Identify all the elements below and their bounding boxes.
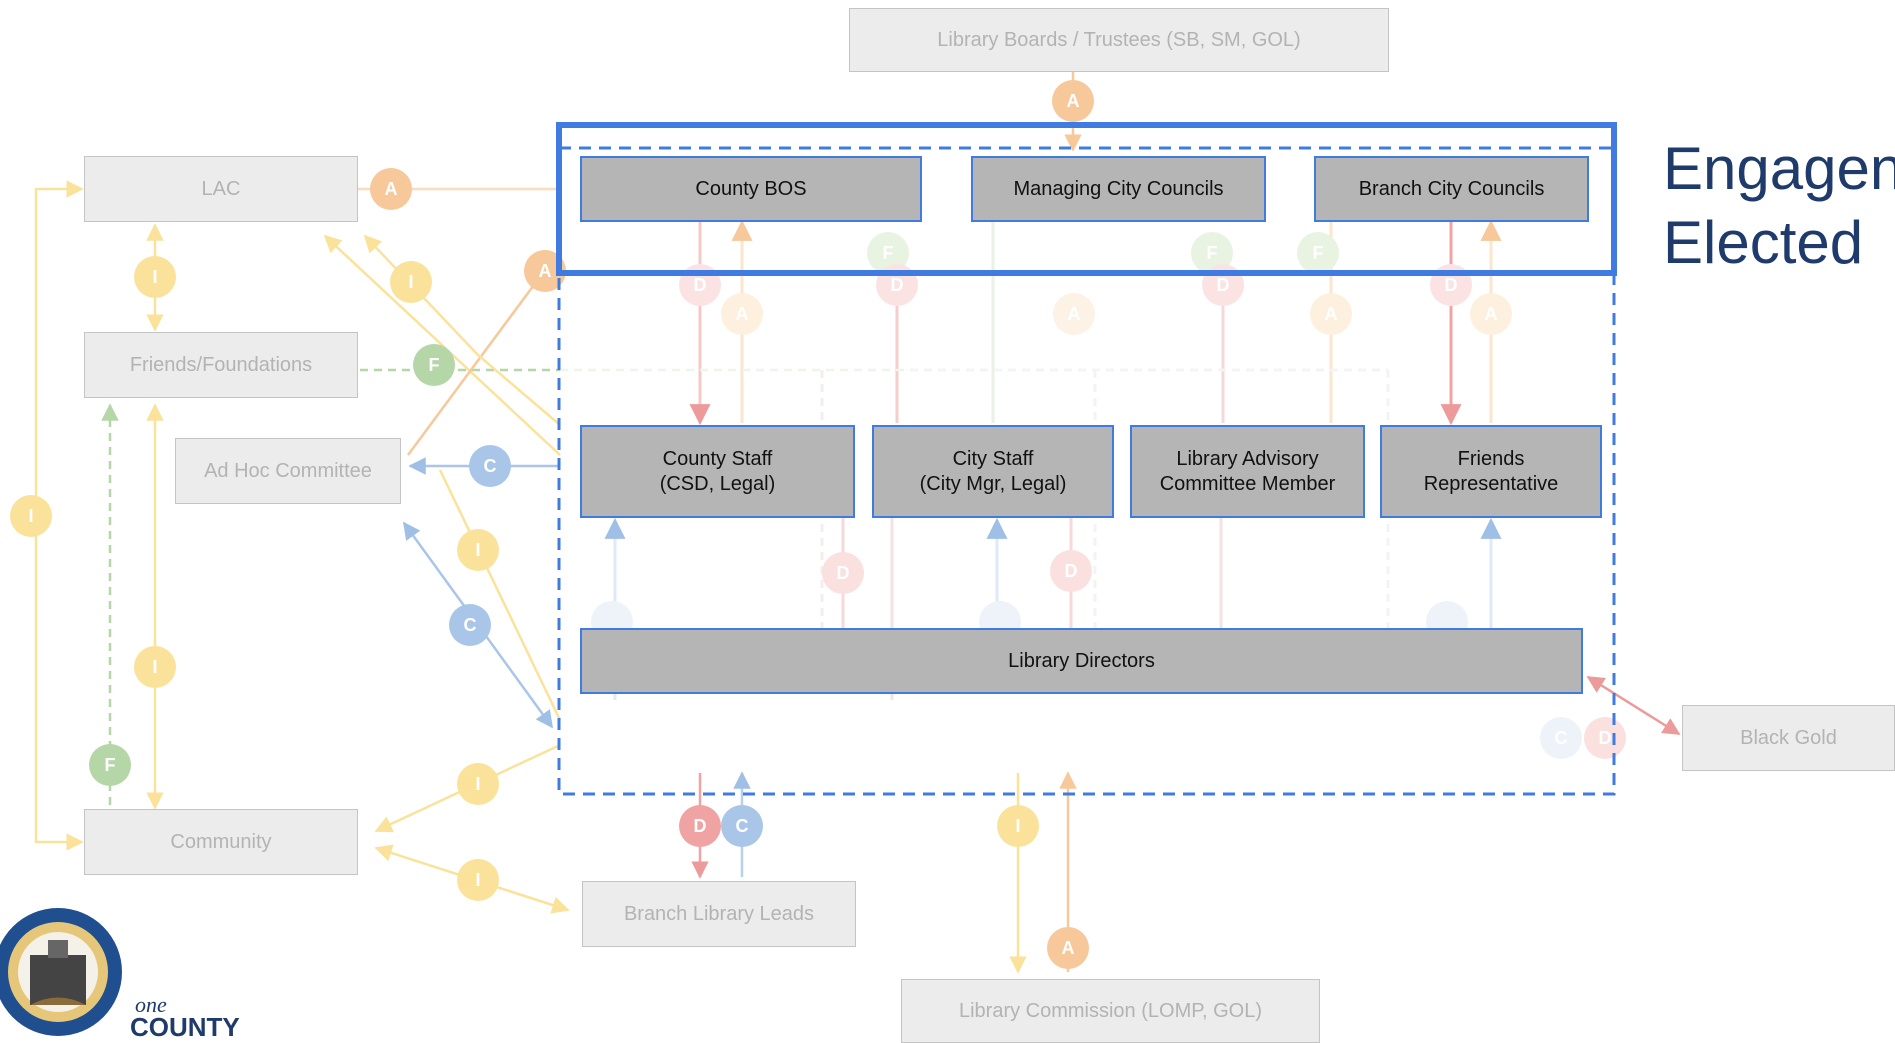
city-staff-line-2: (City Mgr, Legal) <box>919 472 1067 495</box>
svg-text:C: C <box>1555 728 1568 748</box>
elected-highlight-frame <box>556 122 1617 276</box>
svg-text:D: D <box>694 816 707 836</box>
svg-text:F: F <box>1207 243 1218 263</box>
svg-text:C: C <box>464 615 477 635</box>
faint-badges: D A F D A F D F A D A D D C D <box>591 232 1626 759</box>
svg-text:I: I <box>1015 816 1020 836</box>
library-advisory-line-2: Committee Member <box>1159 472 1336 495</box>
city-staff-box: City Staff (City Mgr, Legal) <box>872 425 1114 518</box>
county-staff-line-2: (CSD, Legal) <box>659 472 776 495</box>
heading-line-2: Elected <box>1663 209 1864 276</box>
svg-text:F: F <box>105 755 116 775</box>
svg-text:C: C <box>484 456 497 476</box>
svg-text:I: I <box>475 540 480 560</box>
svg-text:A: A <box>1062 938 1075 958</box>
svg-text:I: I <box>408 272 413 292</box>
svg-text:A: A <box>736 304 749 324</box>
library-boards-box: Library Boards / Trustees (SB, SM, GOL) <box>849 8 1389 72</box>
county-bos-box: County BOS <box>580 156 922 222</box>
managing-city-councils-box: Managing City Councils <box>971 156 1266 222</box>
svg-text:C: C <box>736 816 749 836</box>
library-advisory-line-1: Library Advisory <box>1176 447 1319 470</box>
county-seal-logo <box>0 908 122 1036</box>
community-box: Community <box>84 809 358 875</box>
library-commission-box: Library Commission (LOMP, GOL) <box>901 979 1320 1043</box>
svg-text:A: A <box>539 261 552 281</box>
ad-hoc-committee-box: Ad Hoc Committee <box>175 438 401 504</box>
svg-text:A: A <box>385 179 398 199</box>
svg-text:F: F <box>429 355 440 375</box>
svg-text:D: D <box>837 563 850 583</box>
svg-text:I: I <box>28 506 33 526</box>
svg-text:D: D <box>1599 728 1612 748</box>
svg-text:F: F <box>883 243 894 263</box>
svg-text:A: A <box>1325 304 1338 324</box>
friends-foundations-box: Friends/Foundations <box>84 332 358 398</box>
branch-library-leads-box: Branch Library Leads <box>582 881 856 947</box>
badges: A A A I I F C I I C I F I I D C I A <box>10 80 1094 969</box>
heading-line-1: Engagen <box>1663 135 1895 202</box>
svg-text:I: I <box>152 267 157 287</box>
svg-text:A: A <box>1068 304 1081 324</box>
engagement-heading: Engagen Elected <box>1663 132 1895 280</box>
logo-one-text: one <box>135 992 167 1017</box>
svg-text:A: A <box>1485 304 1498 324</box>
lac-box: LAC <box>84 156 358 222</box>
svg-text:A: A <box>1067 91 1080 111</box>
friends-representative-box: Friends Representative <box>1380 425 1602 518</box>
svg-text:D: D <box>694 275 707 295</box>
city-staff-line-1: City Staff <box>952 447 1034 470</box>
county-staff-line-1: County Staff <box>662 447 773 470</box>
friends-representative-line-2: Representative <box>1423 472 1559 495</box>
county-staff-box: County Staff (CSD, Legal) <box>580 425 855 518</box>
library-advisory-box: Library Advisory Committee Member <box>1130 425 1365 518</box>
black-gold-box: Black Gold <box>1682 705 1895 771</box>
svg-text:D: D <box>1217 275 1230 295</box>
library-directors-box: Library Directors <box>580 628 1583 694</box>
engagement-region <box>557 146 1616 796</box>
svg-text:D: D <box>1065 561 1078 581</box>
svg-text:I: I <box>475 774 480 794</box>
svg-text:D: D <box>1445 275 1458 295</box>
svg-text:F: F <box>1313 243 1324 263</box>
svg-text:I: I <box>475 870 480 890</box>
branch-city-councils-box: Branch City Councils <box>1314 156 1589 222</box>
friends-representative-line-1: Friends <box>1457 447 1525 470</box>
svg-text:D: D <box>891 275 904 295</box>
logo-county-text: COUNTY <box>130 1012 240 1042</box>
svg-text:I: I <box>152 657 157 677</box>
